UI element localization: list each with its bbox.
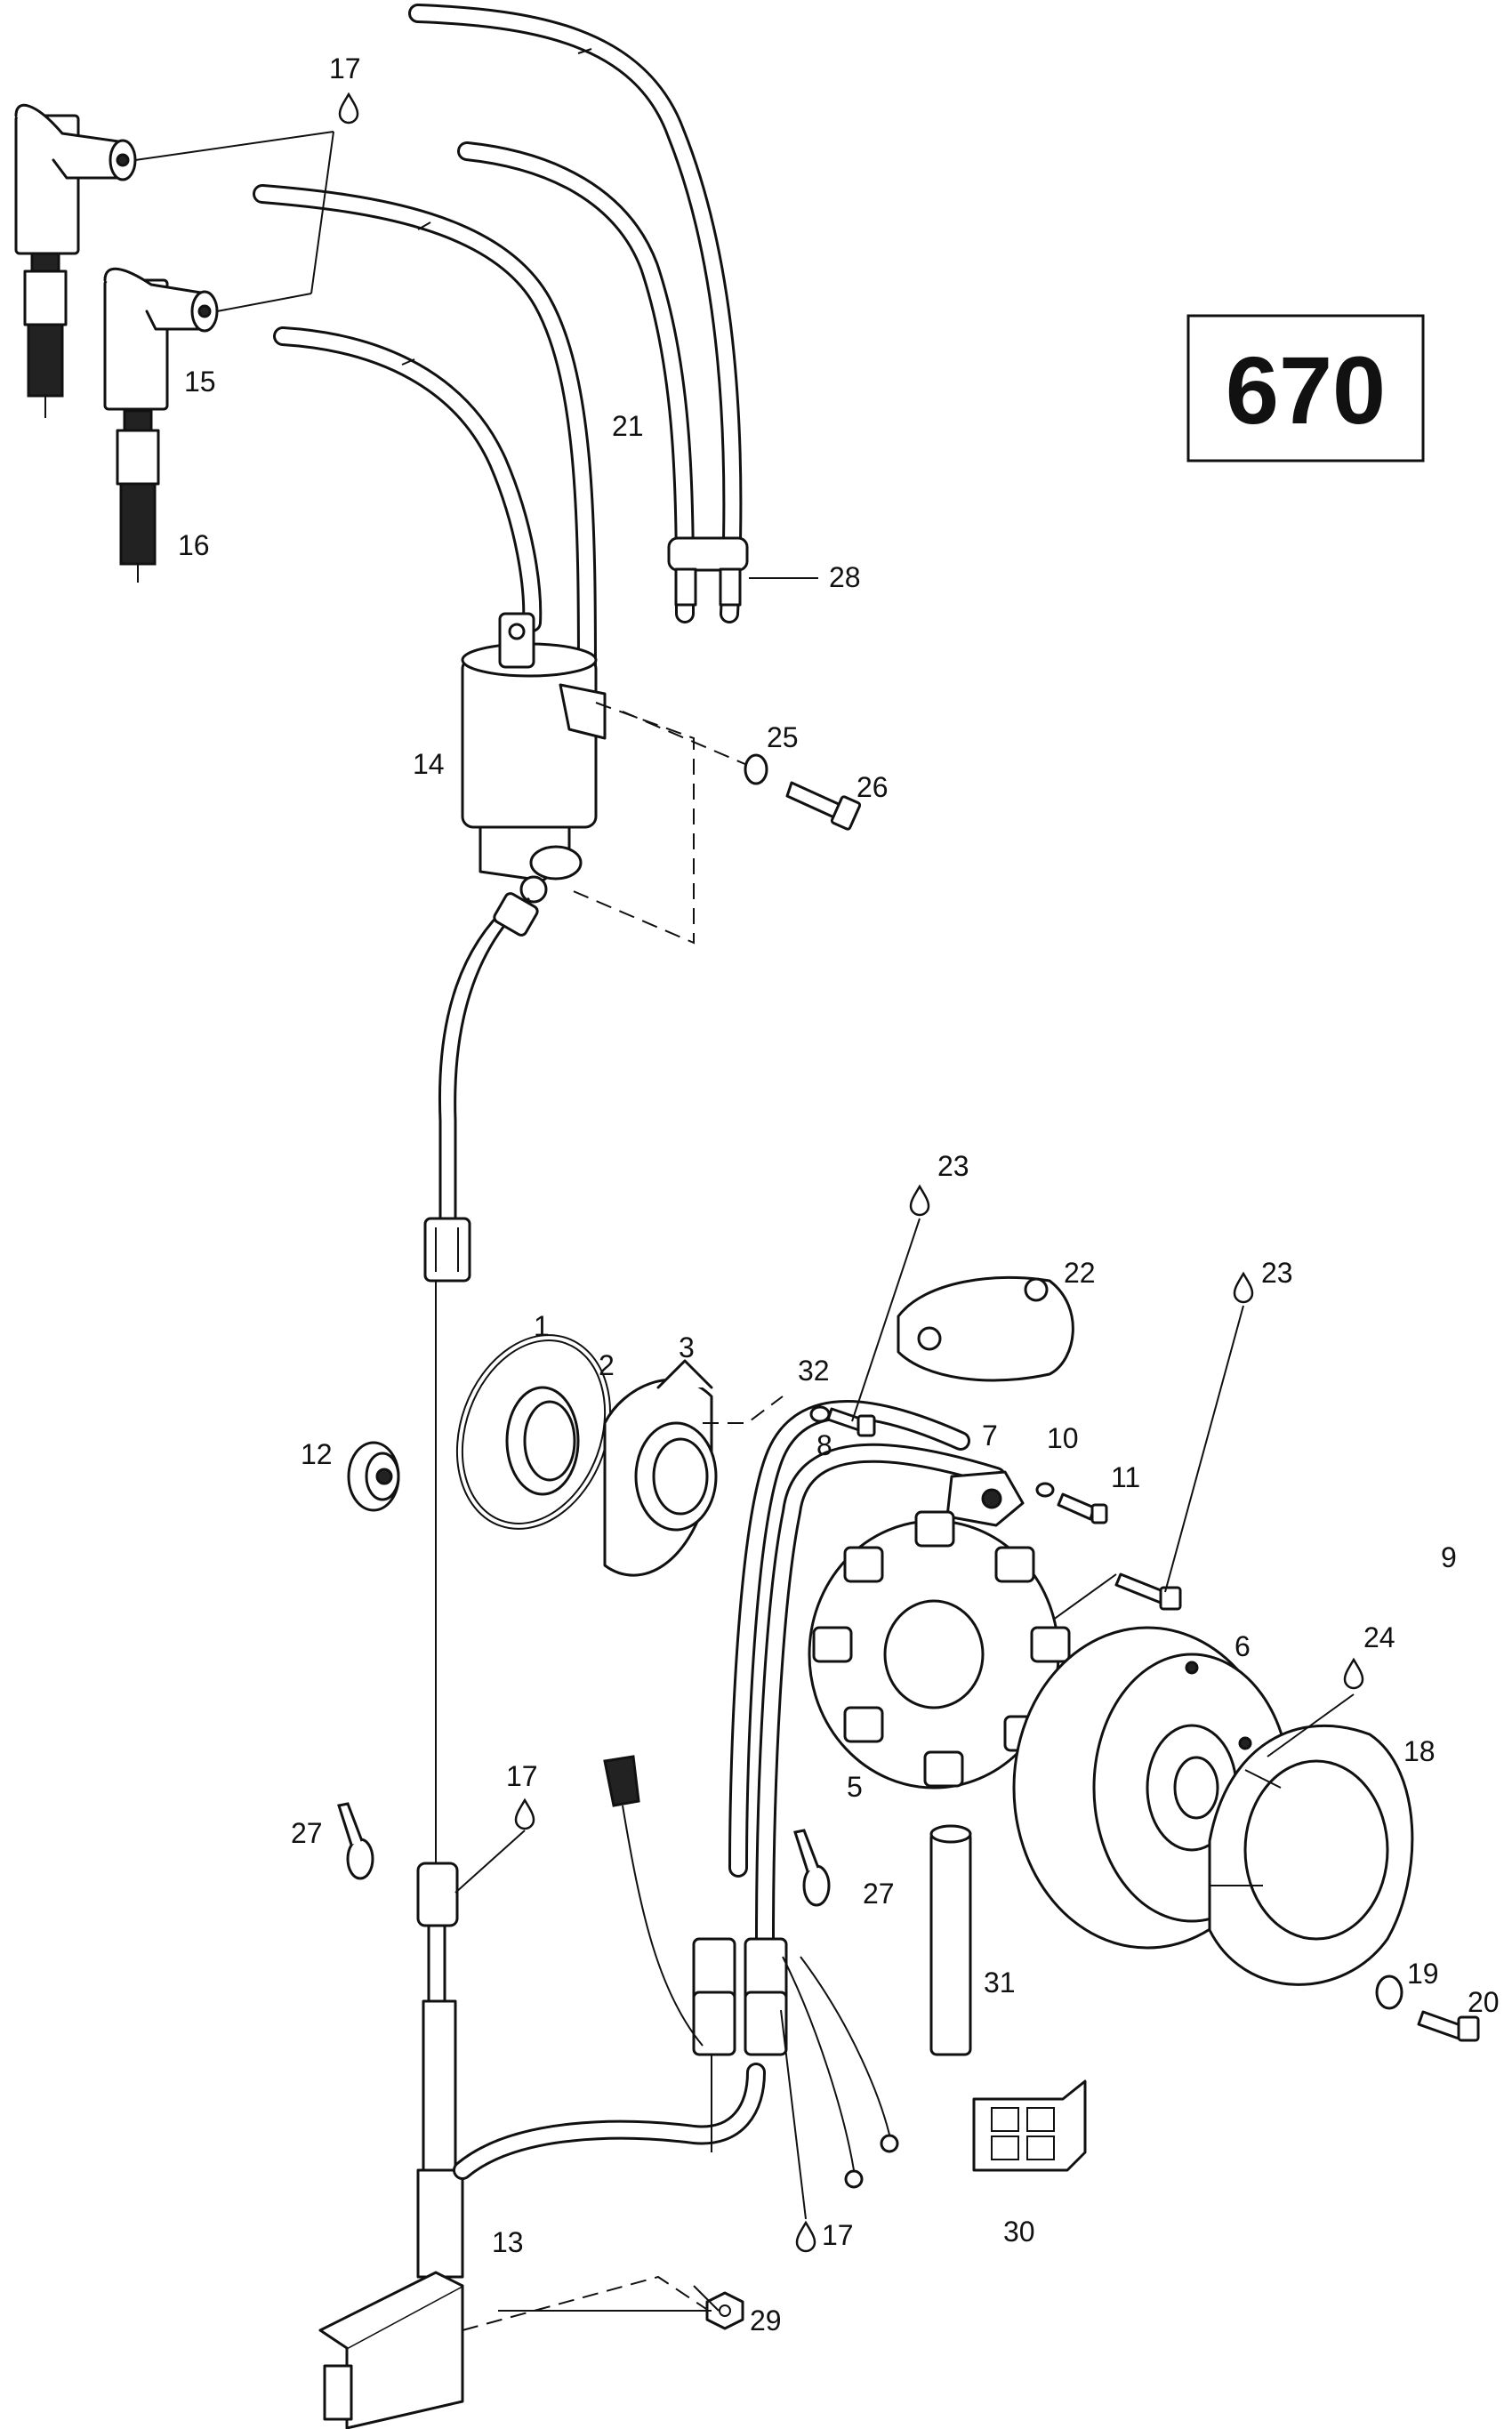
sealant-icon: [1233, 1272, 1254, 1304]
callout-7: 7: [982, 1420, 998, 1452]
engine-model-label: 670: [1226, 336, 1386, 444]
callout-28: 28: [829, 561, 861, 593]
callout-17-middle: 17: [506, 1760, 538, 1792]
callout-27-left: 27: [291, 1817, 323, 1849]
callout-25: 25: [767, 721, 799, 753]
callout-20: 20: [1468, 1986, 1500, 2018]
callout-13: 13: [492, 2226, 524, 2258]
flywheel-screw: [1375, 1975, 1480, 2042]
wire-retainer-clip: [667, 536, 818, 607]
callout-9: 9: [1441, 1541, 1457, 1573]
callout-11: 11: [1111, 1461, 1140, 1493]
callout-18: 18: [1403, 1735, 1436, 1767]
callout-23-right: 23: [1261, 1257, 1293, 1289]
callout-26: 26: [857, 771, 889, 803]
ring-gear: [1208, 1724, 1414, 1986]
stator: [808, 1510, 1071, 1790]
spacer-sleeve: [929, 1824, 972, 2056]
lower-harness: [416, 1862, 766, 2279]
seal-housing: [603, 1359, 784, 1577]
o-ring: [455, 1334, 612, 1530]
lubricant-icon: [338, 92, 359, 125]
high-tension-wires: [253, 4, 743, 695]
spark-plug-cap-2: [103, 131, 334, 411]
oil-seal: [505, 1386, 580, 1496]
callout-21: 21: [612, 410, 644, 442]
callout-15: 15: [184, 366, 216, 398]
cdi-module: [318, 2271, 712, 2429]
callout-5: 5: [847, 1771, 863, 1803]
leader-lines: [454, 1218, 1355, 2312]
coil-primary-wire: [423, 892, 539, 1863]
stator-harness: [622, 1400, 1006, 2189]
engine-model-badge: 670: [1186, 314, 1425, 462]
callout-23-left: 23: [937, 1150, 969, 1182]
sensor-cover: [897, 1275, 1074, 1382]
sealant-icon: [1343, 1658, 1364, 1690]
callout-14: 14: [413, 748, 445, 780]
callout-32: 32: [798, 1355, 830, 1387]
callout-22: 22: [1064, 1257, 1096, 1289]
connector-housing: [972, 2079, 1087, 2172]
callout-3: 3: [679, 1331, 695, 1363]
callout-6: 6: [1235, 1630, 1251, 1662]
lubricant-icon: [514, 1798, 535, 1830]
callout-1: 1: [534, 1310, 550, 1342]
hex-nut: [705, 2291, 744, 2330]
trigger-coil: [945, 1470, 1108, 1527]
cable-tie-right: [793, 1829, 831, 1907]
callout-labels: 1 2 3 5 6 7 8 9 10 11 12 13 14 15 16 17 …: [178, 52, 1500, 2337]
lubricant-icon: [795, 2221, 816, 2253]
ignition-coil: [461, 612, 748, 945]
callout-2: 2: [599, 1349, 615, 1381]
callout-17-bottom: 17: [822, 2219, 854, 2251]
callout-8: 8: [816, 1429, 832, 1461]
callout-17-top: 17: [329, 52, 361, 84]
callout-19: 19: [1407, 1958, 1439, 1990]
rubber-plug: [347, 1441, 400, 1512]
sealant-icon: [909, 1185, 930, 1217]
callout-16: 16: [178, 529, 210, 561]
callout-27-right: 27: [863, 1878, 895, 1910]
spark-plug-cap-1: [14, 103, 334, 255]
cover-screw: [809, 1405, 876, 1437]
callout-10: 10: [1047, 1422, 1079, 1454]
callout-31: 31: [984, 1967, 1016, 1999]
coil-mounting-screw: [744, 753, 862, 831]
harness-clip: [603, 1755, 640, 1807]
spark-plug-2: [116, 409, 160, 583]
spark-plug-1: [23, 252, 68, 418]
callout-24: 24: [1363, 1621, 1395, 1653]
cable-tie-left: [337, 1802, 374, 1880]
callout-29: 29: [750, 2304, 782, 2337]
callout-30: 30: [1003, 2216, 1035, 2248]
callout-12: 12: [301, 1438, 333, 1470]
